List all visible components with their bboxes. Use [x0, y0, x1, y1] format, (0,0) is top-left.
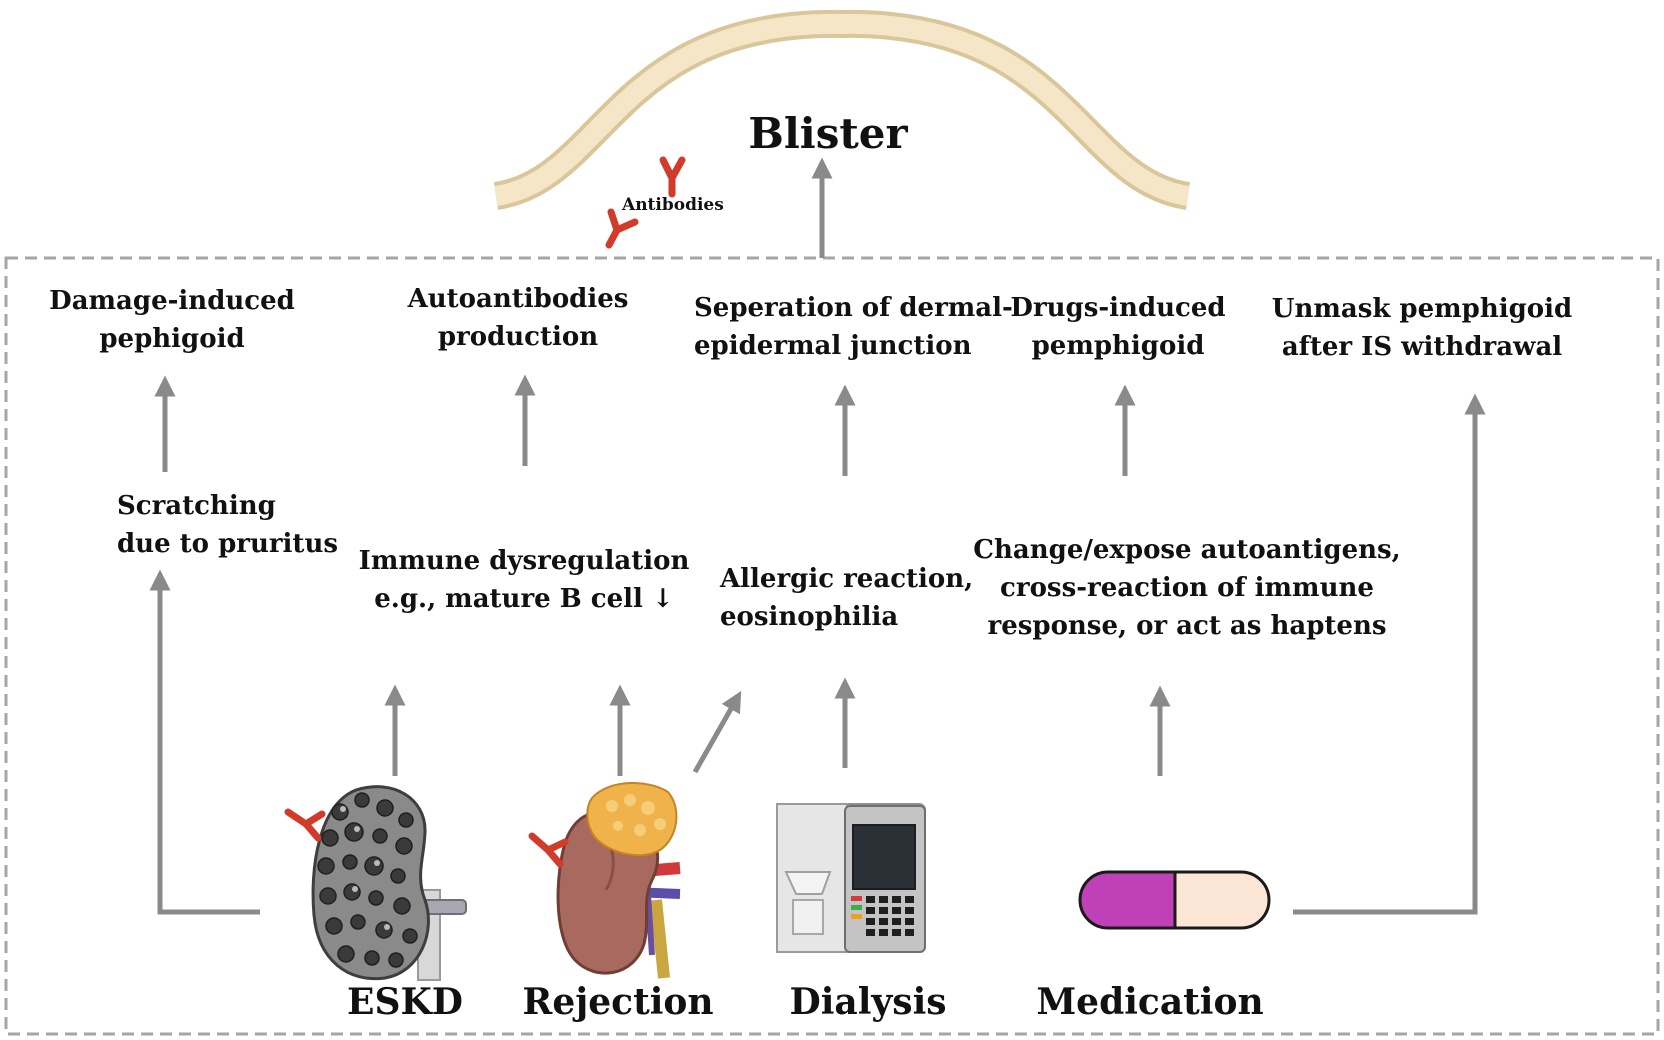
arrows: [149, 157, 1486, 915]
mechanism-line: Change/expose autoantigens,: [973, 535, 1401, 565]
outcome-line: Damage-induced: [49, 286, 295, 316]
mechanism-line: eosinophilia: [720, 602, 899, 632]
outcome-line: production: [437, 322, 599, 352]
mechanism-line: Scratching: [117, 491, 276, 521]
arrow-eskd-to-scratching: [149, 569, 260, 915]
source-dialysis: Dialysis: [789, 981, 947, 1023]
outcome-line: Unmask pemphigoid: [1271, 294, 1573, 324]
mechanism-immune-dysregulation: Immune dysregulation e.g., mature B cell…: [359, 542, 690, 618]
antibody-icon: [284, 808, 326, 842]
dashed-frame: [4, 256, 1660, 1036]
outcome-drugs-induced: Drugs-induced pemphigoid: [1010, 289, 1225, 365]
kidney-icon: [556, 782, 681, 979]
arrow-rejection-to-allergic: [692, 690, 742, 774]
outcome-damage-induced: Damage-induced pephigoid: [49, 282, 295, 358]
blister-title: Blister: [748, 109, 908, 158]
arrow-medication-to-unmask: [1293, 393, 1486, 915]
mechanism-line: due to pruritus: [117, 529, 338, 559]
capsule-icon: [1078, 870, 1271, 930]
polycystic-kidney-icon: [311, 785, 467, 981]
outcome-separation-junction: Seperation of dermal- epidermal junction: [694, 289, 1013, 365]
source-medication: Medication: [1036, 981, 1264, 1023]
outcome-line: pephigoid: [99, 324, 245, 354]
outcome-line: epidermal junction: [694, 331, 972, 361]
dialysis-machine-icon: [776, 803, 926, 953]
mechanism-scratching: Scratching due to pruritus: [117, 487, 338, 563]
antibody-icon: [528, 832, 569, 868]
outcome-line: after IS withdrawal: [1281, 332, 1563, 362]
outcome-line: Drugs-induced: [1010, 293, 1226, 323]
antibodies-label: Antibodies: [622, 195, 724, 215]
source-rejection: Rejection: [522, 981, 714, 1023]
mechanism-line: response, or act as haptens: [987, 611, 1387, 641]
antibody-icon: [605, 208, 639, 249]
mechanism-line: e.g., mature B cell ↓: [374, 584, 674, 614]
outcome-autoantibodies-production: Autoantibodies production: [408, 280, 629, 356]
mechanism-line: Allergic reaction,: [720, 564, 974, 594]
outcome-line: Autoantibodies: [407, 284, 629, 314]
outcome-line: Seperation of dermal-: [694, 293, 1013, 323]
outcome-line: pemphigoid: [1031, 331, 1205, 361]
mechanism-allergic-reaction: Allergic reaction, eosinophilia: [720, 560, 973, 636]
source-eskd: ESKD: [347, 981, 463, 1023]
mechanism-line: cross-reaction of immune: [1000, 573, 1374, 603]
mechanism-line: Immune dysregulation: [358, 546, 690, 576]
blister-skin-icon: [493, 9, 1191, 210]
mechanism-change-expose: Change/expose autoantigens, cross-reacti…: [973, 531, 1400, 645]
outcome-unmask-pemphigoid: Unmask pemphigoid after IS withdrawal: [1272, 290, 1572, 366]
antibody-icon: [659, 156, 686, 198]
